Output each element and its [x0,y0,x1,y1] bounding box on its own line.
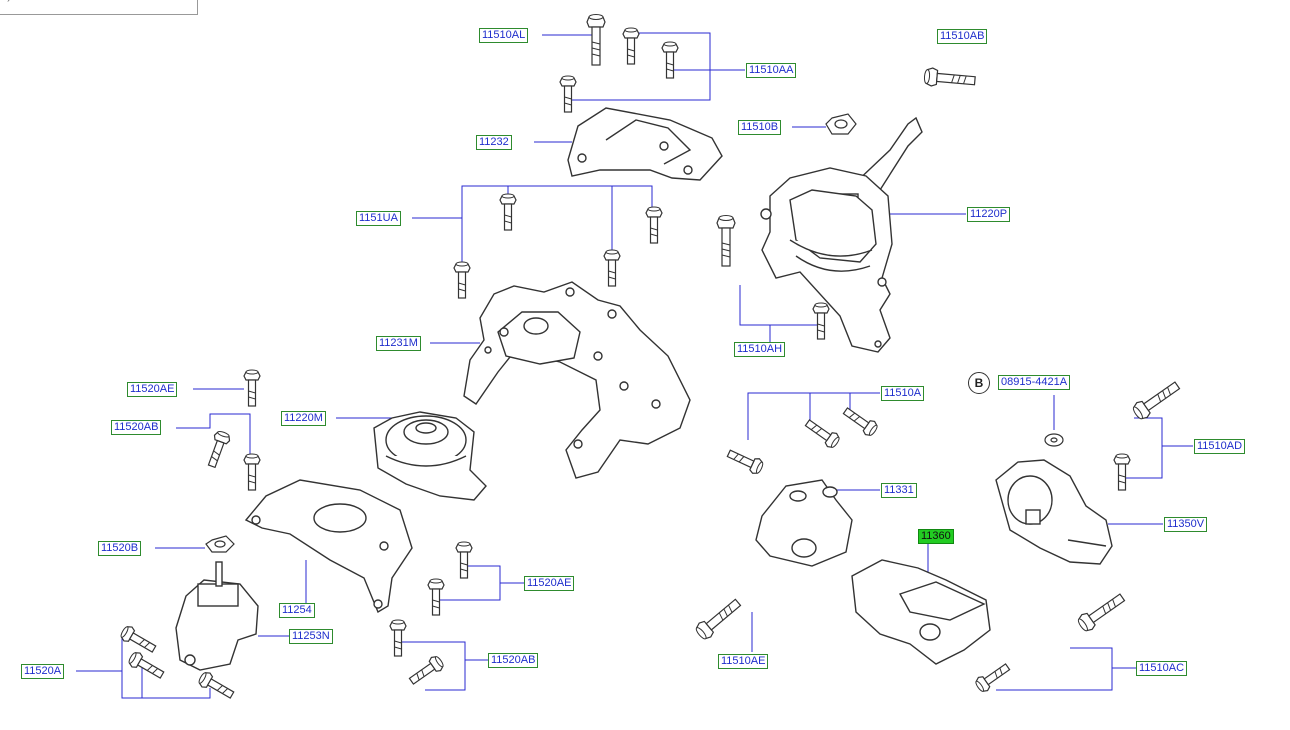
part-label-11520a[interactable]: 11520A [21,664,65,679]
part-label-11360[interactable]: 11360 [918,529,954,544]
part-label-11231m[interactable]: 11231M [376,336,421,351]
callout-marker: B [968,372,990,394]
part-label-11331[interactable]: 11331 [881,483,917,498]
part-label-11220p[interactable]: 11220P [967,207,1011,222]
part-label-11520ae-bottom[interactable]: 11520AE [524,576,575,591]
part-label-11520ab-bottom[interactable]: 11520AB [488,653,539,668]
part-label-11510ab[interactable]: 11510AB [937,29,988,44]
part-label-08915-4421a[interactable]: 08915-4421A [998,375,1071,390]
corner-panel-chevron-icon: › [7,0,10,5]
part-label-11510ac[interactable]: 11510AC [1136,661,1188,676]
part-label-11510ad[interactable]: 11510AD [1194,439,1246,454]
part-label-11510aa[interactable]: 11510AA [746,63,797,78]
corner-panel: › [0,0,198,15]
part-label-11350v[interactable]: 11350V [1164,517,1208,532]
part-label-11510ae[interactable]: 11510AE [718,654,769,669]
part-label-11253n[interactable]: 11253N [289,629,333,644]
part-label-11510ah[interactable]: 11510AH [734,342,786,357]
part-label-11254[interactable]: 11254 [279,603,315,618]
part-label-11220m[interactable]: 11220M [281,411,326,426]
part-label-1151ua[interactable]: 1151UA [356,211,401,226]
part-label-11510a[interactable]: 11510A [881,386,925,401]
part-label-11232[interactable]: 11232 [476,135,512,150]
part-label-11510b[interactable]: 11510B [738,120,782,135]
part-label-11520b[interactable]: 11520B [98,541,142,556]
part-label-11510al[interactable]: 11510AL [479,28,529,43]
part-label-11520ab-left[interactable]: 11520AB [111,420,162,435]
part-label-11520ae-top[interactable]: 11520AE [127,382,178,397]
